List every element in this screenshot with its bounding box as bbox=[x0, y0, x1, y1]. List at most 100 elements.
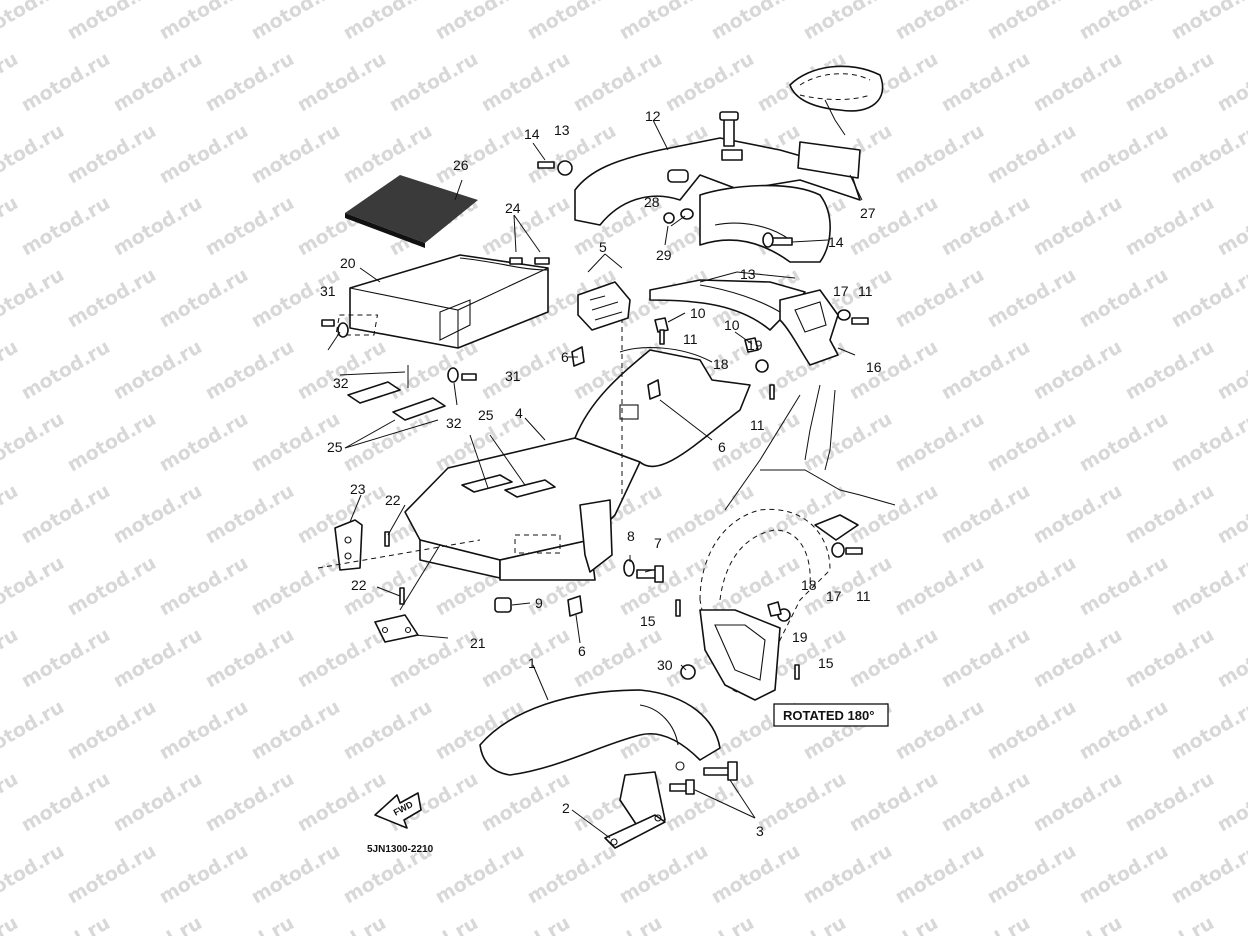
callout-1: 1 bbox=[528, 655, 536, 671]
watermark-text: motod.ru bbox=[1168, 264, 1248, 332]
watermark-text: motod.ru bbox=[1214, 768, 1248, 836]
callout-labels: 1 2 3 4 5 6 6 6 7 8 9 10 10 11 11 11 11 … bbox=[320, 108, 882, 839]
watermark-text: motod.ru bbox=[708, 840, 804, 908]
watermark-text: motod.ru bbox=[846, 192, 942, 260]
part-12-rear-fender-upper bbox=[574, 111, 861, 263]
callout-18a: 18 bbox=[713, 356, 729, 372]
callout-26: 26 bbox=[453, 157, 469, 173]
watermark-text: motod.ru bbox=[432, 120, 528, 188]
watermark-text: motod.ru bbox=[478, 192, 574, 260]
watermark-text: motod.ru bbox=[800, 840, 896, 908]
watermark-text: motod.ru bbox=[892, 408, 988, 476]
callout-32a: 32 bbox=[333, 375, 349, 391]
watermark-text: motod.ru bbox=[18, 912, 114, 936]
callout-4: 4 bbox=[515, 405, 523, 421]
watermark-text: motod.ru bbox=[662, 768, 758, 836]
watermark-text: motod.ru bbox=[386, 48, 482, 116]
watermark-text: motod.ru bbox=[110, 912, 206, 936]
watermark-text: motod.ru bbox=[524, 840, 620, 908]
callout-28: 28 bbox=[644, 194, 660, 210]
rotated-label: ROTATED 180° bbox=[783, 708, 874, 723]
watermark-text: motod.ru bbox=[1214, 912, 1248, 936]
watermark-text: motod.ru bbox=[202, 48, 298, 116]
watermark-text: motod.ru bbox=[110, 768, 206, 836]
callout-16: 16 bbox=[866, 359, 882, 375]
part-32-pad bbox=[347, 381, 401, 404]
watermark-text: motod.ru bbox=[202, 768, 298, 836]
callout-10a: 10 bbox=[690, 305, 706, 321]
watermark-text: motod.ru bbox=[64, 264, 160, 332]
watermark-text: motod.ru bbox=[984, 552, 1080, 620]
watermark-text: motod.ru bbox=[938, 624, 1034, 692]
callout-17b: 17 bbox=[826, 588, 842, 604]
watermark-text: motod.ru bbox=[18, 624, 114, 692]
watermark-text: motod.ru bbox=[478, 768, 574, 836]
part-26-pad bbox=[345, 175, 478, 248]
watermark-text: motod.ru bbox=[202, 336, 298, 404]
watermark-text: motod.ru bbox=[64, 408, 160, 476]
watermark-text: motod.ru bbox=[662, 912, 758, 936]
watermark-text: motod.ru bbox=[1168, 840, 1248, 908]
watermark-text: motod.ru bbox=[1076, 0, 1172, 44]
watermark-text: motod.ru bbox=[248, 120, 344, 188]
watermark-text: motod.ru bbox=[202, 192, 298, 260]
watermark-text: motod.ru bbox=[0, 768, 22, 836]
watermark-text: motod.ru bbox=[1076, 120, 1172, 188]
watermark-text: motod.ru bbox=[938, 768, 1034, 836]
callout-7: 7 bbox=[654, 535, 662, 551]
watermark-text: motod.ru bbox=[662, 480, 758, 548]
callout-13b: 13 bbox=[554, 122, 570, 138]
watermark-text: motod.ru bbox=[156, 696, 252, 764]
watermark-text: motod.ru bbox=[18, 192, 114, 260]
callout-2: 2 bbox=[562, 800, 570, 816]
watermark-text: motod.ru bbox=[570, 912, 666, 936]
callout-12: 12 bbox=[645, 108, 661, 124]
callout-20: 20 bbox=[340, 255, 356, 271]
callout-11a: 11 bbox=[683, 331, 698, 347]
part-9-grommet bbox=[494, 597, 512, 613]
watermark-text: motod.ru bbox=[938, 480, 1034, 548]
watermark-text: motod.ru bbox=[156, 264, 252, 332]
watermark-text: motod.ru bbox=[432, 840, 528, 908]
watermark-text: motod.ru bbox=[1030, 192, 1126, 260]
watermark-text: motod.ru bbox=[938, 48, 1034, 116]
watermark-text: motod.ru bbox=[662, 48, 758, 116]
watermark-text: motod.ru bbox=[524, 0, 620, 44]
watermark-text: motod.ru bbox=[938, 912, 1034, 936]
watermark-text: motod.ru bbox=[1076, 264, 1172, 332]
watermark-text: motod.ru bbox=[340, 696, 436, 764]
watermark-text: motod.ru bbox=[340, 408, 436, 476]
part-25-pad-left bbox=[392, 397, 446, 421]
watermark-text: motod.ru bbox=[294, 48, 390, 116]
watermark-text: motod.ru bbox=[1168, 120, 1248, 188]
watermark-text: motod.ru bbox=[248, 0, 344, 44]
watermark-text: motod.ru bbox=[1030, 912, 1126, 936]
callout-25b: 25 bbox=[327, 439, 343, 455]
callout-6c: 6 bbox=[578, 643, 586, 659]
watermark-text: motod.ru bbox=[248, 840, 344, 908]
watermark-text: motod.ru bbox=[110, 336, 206, 404]
watermark-text: motod.ru bbox=[754, 768, 850, 836]
watermark-text: motod.ru bbox=[938, 336, 1034, 404]
fwd-arrow-icon: FWD bbox=[374, 792, 422, 829]
watermark-text: motod.ru bbox=[294, 912, 390, 936]
watermark-text: motod.ru bbox=[386, 336, 482, 404]
rotated-label-box: ROTATED 180° bbox=[773, 703, 889, 727]
watermark-text: motod.ru bbox=[340, 120, 436, 188]
watermark-text: motod.ru bbox=[984, 696, 1080, 764]
watermark-text: motod.ru bbox=[1214, 624, 1248, 692]
watermark-text: motod.ru bbox=[616, 0, 712, 44]
watermark-text: motod.ru bbox=[294, 624, 390, 692]
watermark-text: motod.ru bbox=[110, 624, 206, 692]
watermark-text: motod.ru bbox=[202, 624, 298, 692]
watermark-text: motod.ru bbox=[0, 0, 68, 44]
watermark-text: motod.ru bbox=[892, 120, 988, 188]
part-1-front-fender bbox=[479, 689, 738, 849]
watermark-text: motod.ru bbox=[984, 840, 1080, 908]
watermark-text: motod.ru bbox=[892, 840, 988, 908]
part-23-bracket bbox=[334, 519, 363, 571]
watermark-text: motod.ru bbox=[64, 120, 160, 188]
part-4-rear-inner-fender bbox=[404, 300, 751, 581]
watermark-text: motod.ru bbox=[892, 696, 988, 764]
